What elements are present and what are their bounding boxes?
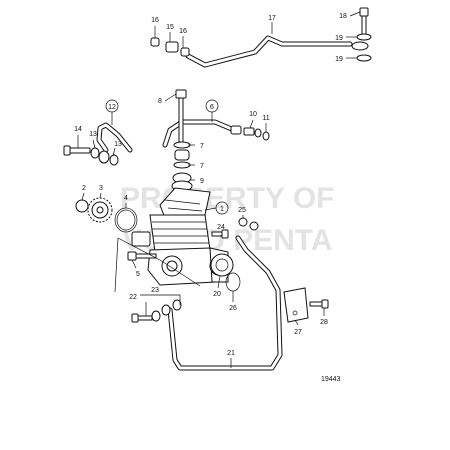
callout-23: 23	[151, 287, 159, 294]
callout-19-bottom: 19	[335, 56, 343, 63]
callout-16-top: 16	[151, 17, 159, 24]
banjo-bolt-18-19	[351, 7, 372, 62]
callout-18: 18	[339, 13, 347, 20]
cover-plate-27-bolt-28	[283, 287, 329, 323]
callout-19-top: 19	[335, 35, 343, 42]
callout-4: 4	[124, 195, 128, 202]
watermark-line-1: PROPERTY OF	[120, 182, 334, 215]
callout-20: 20	[213, 291, 221, 298]
callout-15: 15	[166, 24, 174, 31]
callout-17: 17	[268, 15, 276, 22]
callout-10: 10	[249, 111, 257, 118]
callout-2: 2	[82, 185, 86, 192]
callout-7-bottom: 7	[200, 163, 204, 170]
callout-27: 27	[294, 329, 302, 336]
callout-12: 12	[108, 104, 116, 111]
callout-13-right: 13	[114, 141, 122, 148]
leader-lines	[77, 11, 361, 368]
callout-labels: 16 15 16 17 18 19 19 8 6 12 14 13 13 10 …	[74, 13, 347, 357]
callout-circle-6	[205, 99, 219, 113]
callout-circle-12	[105, 99, 119, 113]
callout-13-left: 13	[89, 131, 97, 138]
fittings-10-11	[230, 125, 270, 141]
callout-14: 14	[74, 126, 82, 133]
callout-25: 25	[238, 207, 246, 214]
figure-number: 19443	[321, 376, 341, 383]
callout-9: 9	[200, 178, 204, 185]
callout-8: 8	[158, 98, 162, 105]
callout-22: 22	[129, 294, 137, 301]
bolt-8-washers-7	[171, 89, 193, 192]
callout-7-top: 7	[200, 143, 204, 150]
callout-3: 3	[99, 185, 103, 192]
callout-circle-1	[215, 201, 229, 215]
callout-28: 28	[320, 319, 328, 326]
fittings-22-23	[131, 294, 182, 323]
fittings-15-16	[150, 37, 190, 57]
cover-20-oring-26	[210, 253, 241, 292]
callout-21: 21	[227, 350, 235, 357]
pipe-21	[167, 235, 283, 371]
callout-11: 11	[262, 115, 269, 122]
callout-5: 5	[136, 271, 140, 278]
callout-circles	[105, 99, 229, 215]
gear-2-3-oring-4	[75, 197, 138, 233]
bolt-5	[114, 237, 201, 293]
pipe-6	[162, 119, 237, 148]
bolt-24-washers-25	[211, 217, 259, 239]
callout-26: 26	[229, 305, 237, 312]
pipe-17	[185, 35, 353, 68]
callout-1: 1	[220, 206, 224, 213]
callout-24: 24	[217, 224, 225, 231]
callout-16-right: 16	[179, 28, 187, 35]
fittings-13-14	[63, 145, 119, 166]
pipe-12	[96, 122, 133, 153]
callout-6: 6	[210, 104, 214, 111]
